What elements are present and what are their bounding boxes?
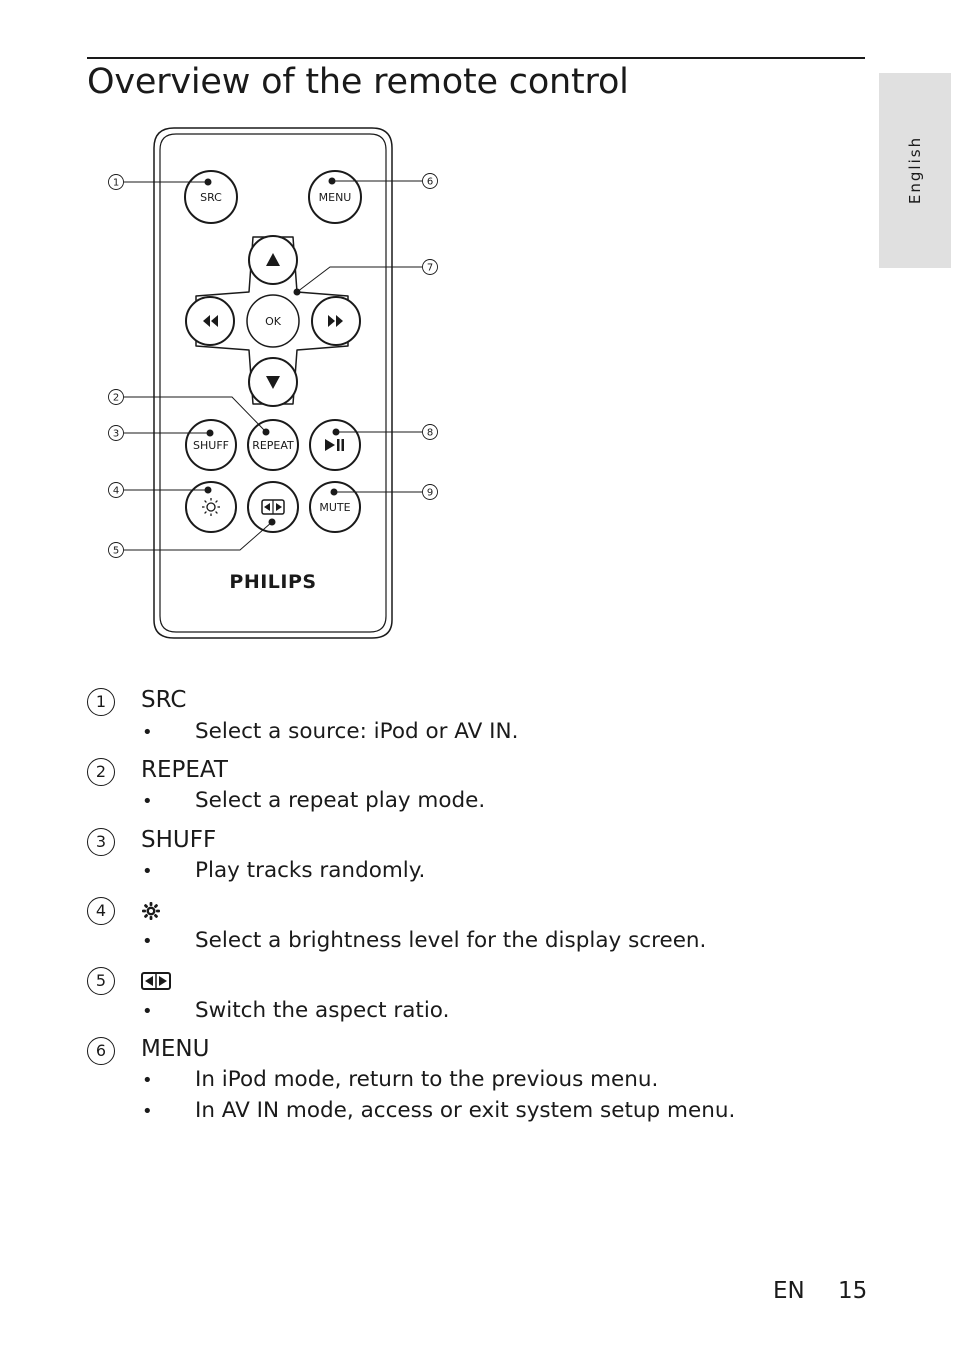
src-button-label: SRC [200, 191, 222, 204]
legend-title: REPEAT [141, 757, 228, 783]
bullet-symbol: • [142, 722, 153, 743]
play-pause-icon [325, 439, 344, 451]
philips-logo: PHILIPS [229, 571, 316, 593]
callout-dots [204, 177, 340, 526]
legend-number: 1 [87, 688, 115, 716]
legend-description: In iPod mode, return to the previous men… [195, 1067, 659, 1092]
play-pause-button[interactable] [309, 419, 361, 471]
mute-button-label: MUTE [319, 501, 350, 514]
callout-8: 8 [422, 424, 438, 440]
svg-text:4: 4 [113, 486, 119, 497]
legend-number: 2 [87, 758, 115, 786]
page-title: Overview of the remote control [87, 62, 629, 102]
callout-3: 3 [108, 425, 124, 441]
top-rule [87, 57, 865, 59]
callout-leader-lines [124, 180, 422, 551]
legend-number: 6 [87, 1037, 115, 1065]
svg-text:3: 3 [113, 429, 119, 440]
bullet-symbol: • [142, 861, 153, 882]
bullet-symbol: • [142, 931, 153, 952]
up-arrow-icon [266, 253, 280, 266]
fast-forward-icon [328, 315, 343, 327]
callout-9: 9 [422, 484, 438, 500]
shuff-button[interactable]: SHUFF [185, 419, 237, 471]
callout-2: 2 [108, 389, 124, 405]
repeat-button-label: REPEAT [252, 439, 294, 452]
aspect-ratio-button[interactable] [247, 481, 299, 533]
bullet-symbol: • [142, 1070, 153, 1091]
svg-text:1: 1 [113, 178, 119, 189]
remote-control-diagram: SRC MENU OK SHUFF REPEAT [108, 127, 438, 639]
legend-number: 3 [87, 828, 115, 856]
page-number: 15 [838, 1278, 868, 1304]
menu-button-label: MENU [319, 191, 352, 204]
ok-button[interactable]: OK [246, 294, 300, 348]
src-button[interactable]: SRC [184, 170, 238, 224]
rewind-icon [203, 315, 218, 327]
remote-body-inner [159, 133, 387, 633]
shuff-button-label: SHUFF [193, 439, 229, 452]
legend-description: Switch the aspect ratio. [195, 998, 450, 1023]
ok-button-label: OK [265, 315, 282, 328]
legend-title: MENU [141, 1036, 210, 1062]
menu-button[interactable]: MENU [308, 170, 362, 224]
down-arrow-icon [266, 376, 280, 389]
next-button[interactable] [311, 296, 361, 346]
repeat-button[interactable]: REPEAT [247, 419, 299, 471]
bullet-symbol: • [142, 791, 153, 812]
legend-description: Select a source: iPod or AV IN. [195, 719, 519, 744]
legend-title: SHUFF [141, 827, 217, 853]
callout-7: 7 [422, 259, 438, 275]
callout-5: 5 [108, 542, 124, 558]
svg-text:5: 5 [113, 546, 119, 557]
footer-language: EN [773, 1278, 805, 1304]
callout-6: 6 [422, 173, 438, 189]
callout-1: 1 [108, 174, 124, 190]
aspect-ratio-icon [141, 972, 171, 990]
bullet-symbol: • [142, 1101, 153, 1122]
language-side-tab: English [879, 73, 951, 268]
previous-button[interactable] [185, 296, 235, 346]
legend-description: Select a brightness level for the displa… [195, 928, 707, 953]
down-button[interactable] [248, 357, 298, 407]
mute-button[interactable]: MUTE [309, 481, 361, 533]
legend-number: 5 [87, 967, 115, 995]
legend-number: 4 [87, 897, 115, 925]
legend-description: In AV IN mode, access or exit system set… [195, 1098, 736, 1123]
legend-description: Play tracks randomly. [195, 858, 426, 883]
brightness-icon [142, 902, 160, 920]
brightness-button[interactable] [185, 481, 237, 533]
brightness-icon [202, 498, 220, 516]
svg-text:6: 6 [427, 177, 433, 188]
svg-text:7: 7 [427, 263, 433, 274]
aspect-ratio-icon [261, 499, 285, 515]
legend-title: SRC [141, 687, 187, 713]
svg-text:9: 9 [427, 488, 433, 499]
bullet-symbol: • [142, 1001, 153, 1022]
svg-text:8: 8 [427, 428, 433, 439]
callout-4: 4 [108, 482, 124, 498]
up-button[interactable] [248, 235, 298, 285]
legend-description: Select a repeat play mode. [195, 788, 486, 813]
svg-text:2: 2 [113, 393, 119, 404]
